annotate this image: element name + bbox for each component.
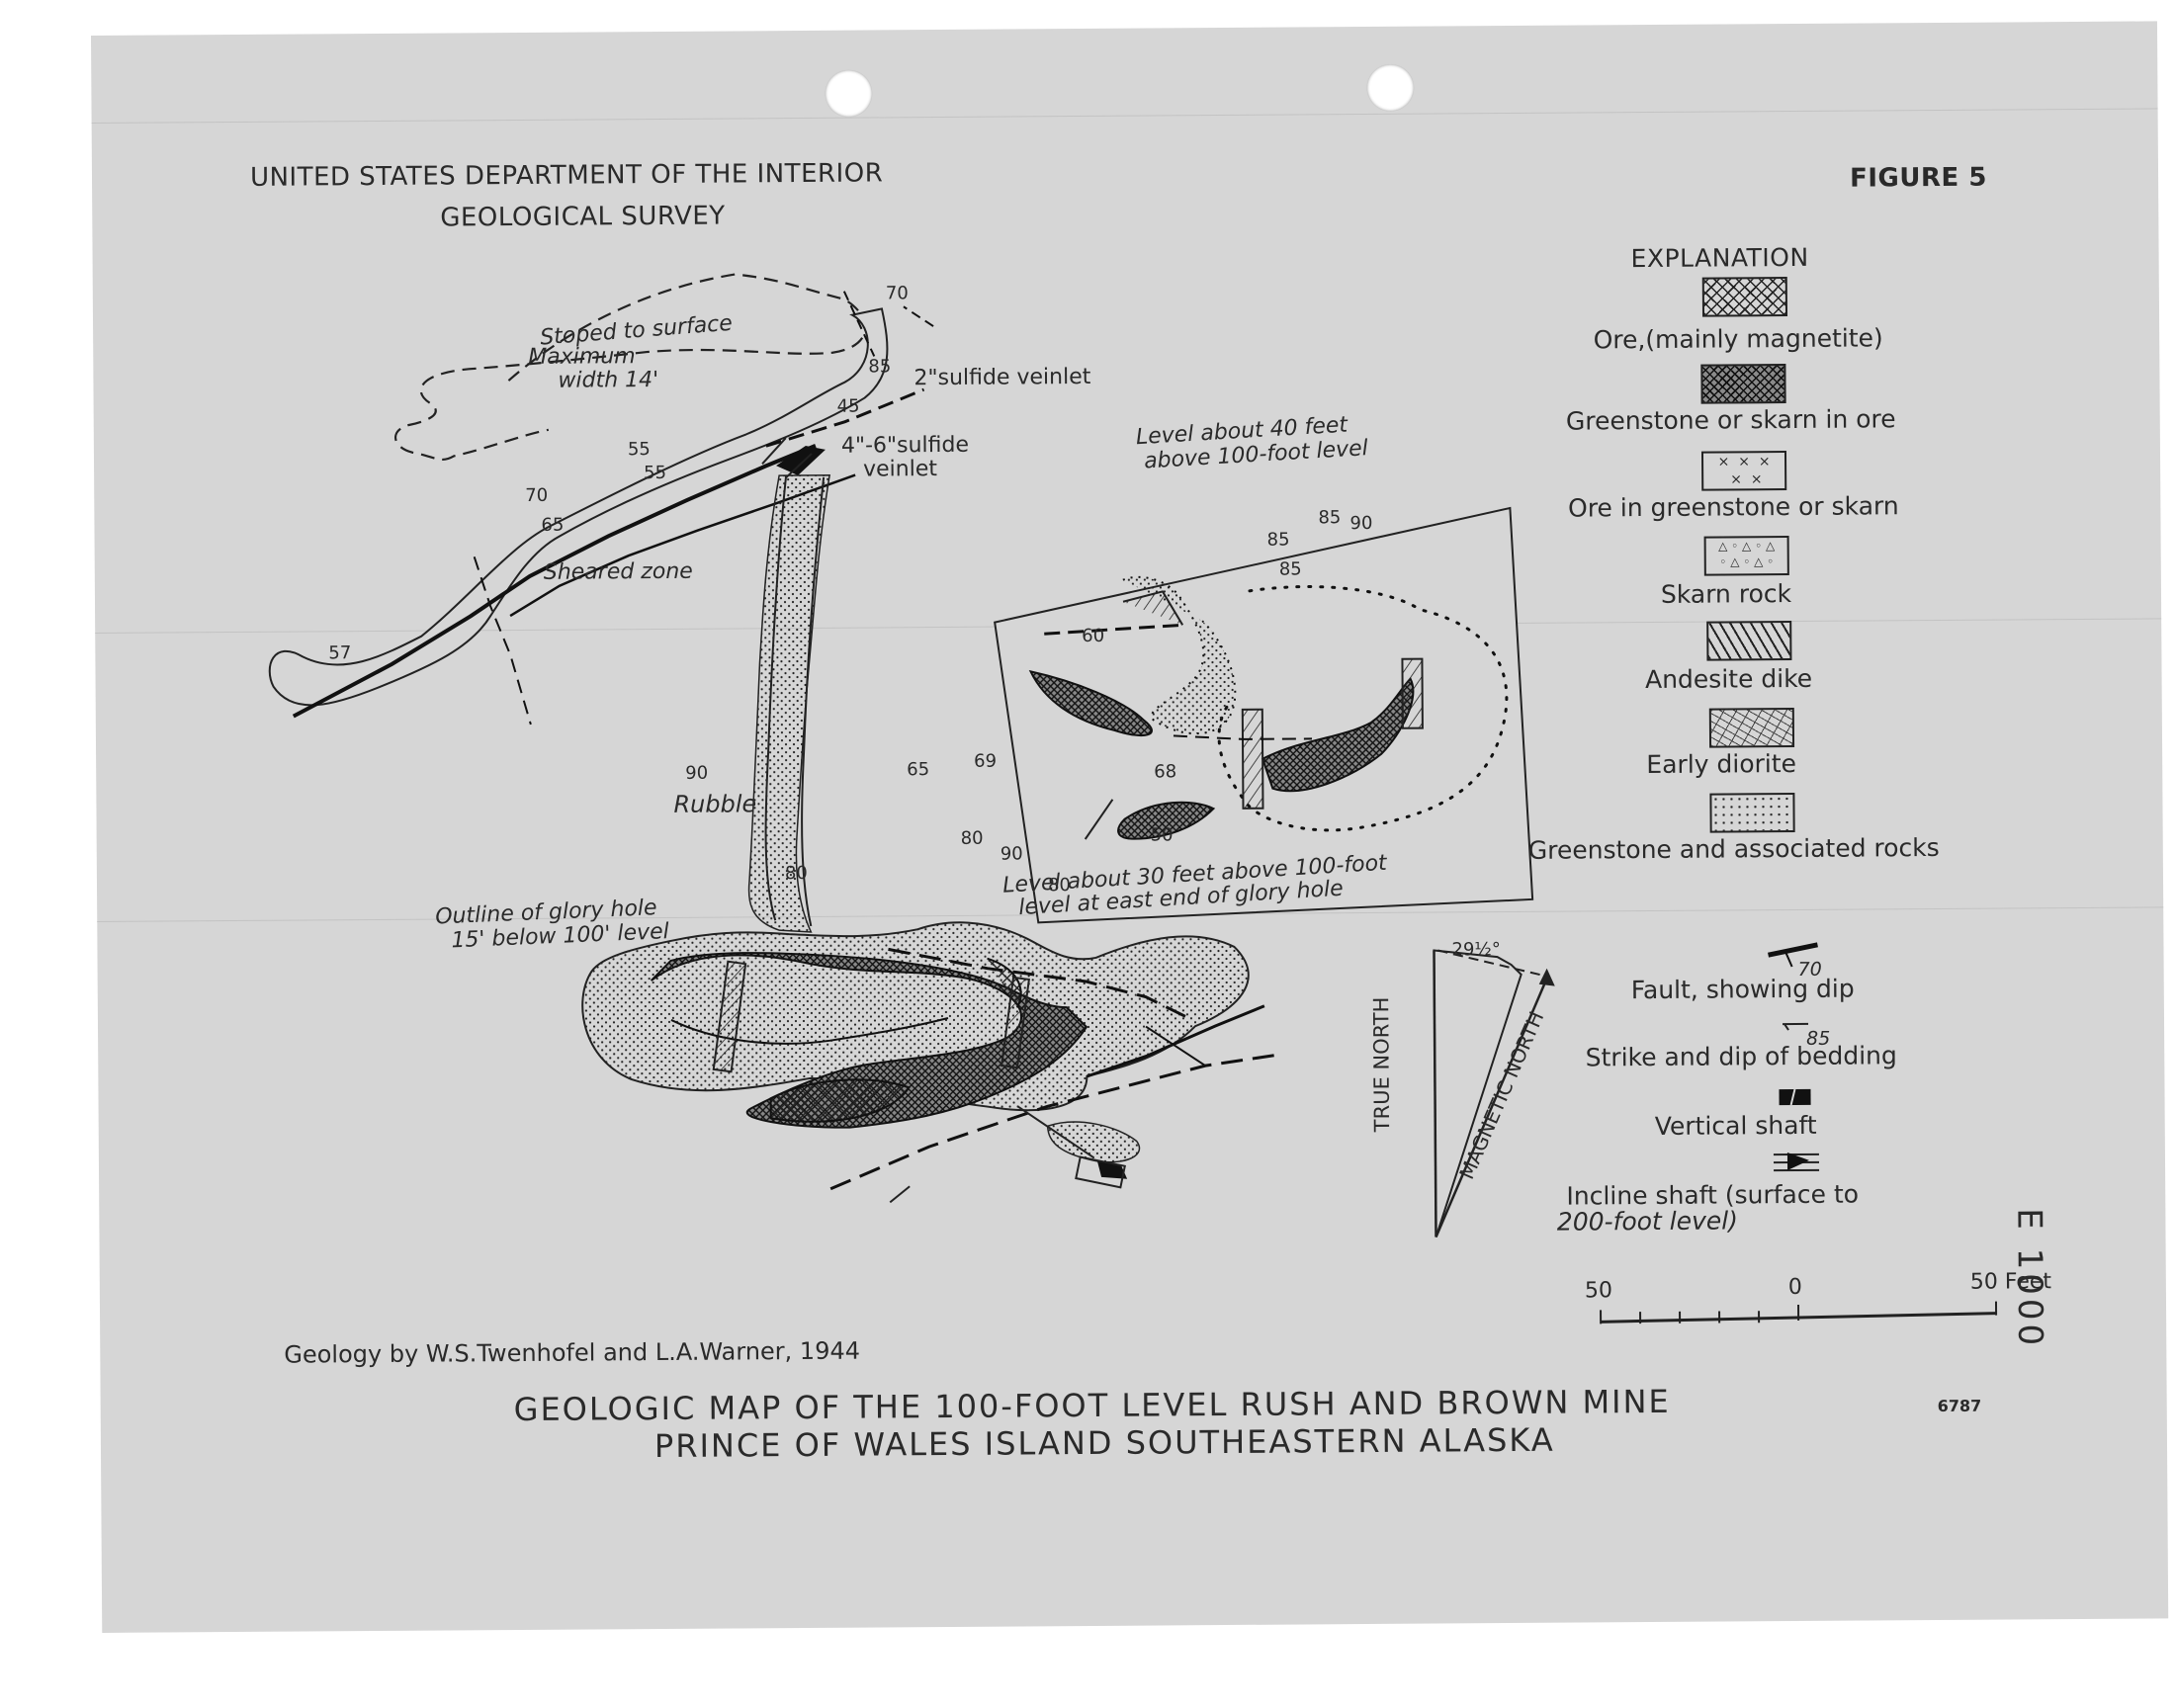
dip-value: 90	[1000, 843, 1023, 865]
fault-main	[292, 444, 817, 719]
dip-value: 55	[627, 439, 651, 461]
label-veinlet: veinlet	[862, 457, 938, 482]
legend-heading: EXPLANATION	[1630, 242, 1809, 274]
dip-value: 65	[907, 759, 930, 781]
dip-value: 60	[1082, 625, 1105, 647]
stamp-number: E 1000	[2009, 1208, 2050, 1350]
dip-value: 85	[1266, 529, 1290, 551]
dip-value: 69	[974, 750, 998, 772]
legend-swatch-andesite	[1706, 621, 1792, 661]
legend-label: Greenstone and associated rocks	[1527, 832, 1940, 865]
label-sulfide-4-6: 4"-6"sulfide	[840, 432, 970, 459]
dip-value: 85	[868, 356, 892, 378]
dip-value: 65	[541, 514, 565, 536]
legend-label: Strike and dip of bedding	[1585, 1041, 1897, 1072]
legend-swatch-ore-in-greenstone: × × × × ×	[1700, 451, 1787, 491]
legend-swatch-greenstone-in-ore	[1700, 364, 1786, 404]
legend-label: Ore,(mainly magnetite)	[1593, 323, 1883, 355]
ore-body	[650, 952, 1088, 1129]
mine-map	[268, 273, 1998, 1324]
dip-value: 57	[328, 642, 352, 664]
dip-value: 80	[784, 862, 808, 885]
legend-label: Fault, showing dip	[1630, 974, 1855, 1005]
legend-swatch-ore	[1701, 277, 1788, 317]
dip-value: 68	[1154, 761, 1177, 783]
label-max-width: Maximum	[528, 344, 636, 370]
map-sheet: UNITED STATES DEPARTMENT OF THE INTERIOR…	[91, 21, 2169, 1633]
sheet-number: 6787	[1937, 1396, 1982, 1415]
dip-value: 90	[685, 762, 709, 784]
legend-label: Early diorite	[1646, 748, 1797, 780]
legend-swatch-greenstone	[1709, 792, 1795, 833]
true-north-label: TRUE NORTH	[1369, 996, 1395, 1133]
label-rubble: Rubble	[673, 790, 757, 818]
stope-outline	[394, 273, 867, 461]
legend-label: Ore in greenstone or skarn	[1567, 491, 1899, 523]
scale-left: 50	[1584, 1278, 1612, 1304]
dip-value: 85	[1318, 507, 1342, 529]
scale-zero: 0	[1787, 1274, 1802, 1301]
legend-label: Andesite dike	[1644, 663, 1813, 695]
dip-value: 80	[1047, 875, 1072, 897]
dip-value: 55	[644, 462, 667, 484]
declination-label: 29½°	[1451, 939, 1501, 961]
dip-value: 70	[885, 283, 909, 304]
credit: Geology by W.S.Twenhofel and L.A.Warner,…	[284, 1336, 861, 1369]
map-subtitle: PRINCE OF WALES ISLAND SOUTHEASTERN ALAS…	[653, 1420, 1555, 1466]
label-max-width-2: width 14'	[558, 368, 659, 393]
label-sheared-zone: Sheared zone	[543, 558, 693, 585]
legend-swatch-diorite	[1708, 707, 1795, 748]
legend-label: Skarn rock	[1660, 579, 1792, 609]
dip-value: 70	[525, 484, 549, 506]
legend-label: 200-foot level)	[1556, 1206, 1739, 1237]
legend-swatch-skarn: △ ◦ △ ◦ △◦ △ ◦ △ ◦	[1703, 536, 1789, 576]
dip-value: 80	[960, 827, 984, 849]
dip-value: 90	[1349, 512, 1373, 535]
dip-value: 45	[836, 395, 860, 417]
dip-value: 50	[1150, 824, 1174, 846]
label-sulfide-2in: 2"sulfide veinlet	[914, 364, 1091, 391]
dip-value: 85	[1278, 558, 1302, 580]
glory-hole-outline	[581, 921, 1250, 1112]
legend-label: Greenstone or skarn in ore	[1565, 404, 1896, 436]
legend-label: Vertical shaft	[1654, 1110, 1817, 1141]
